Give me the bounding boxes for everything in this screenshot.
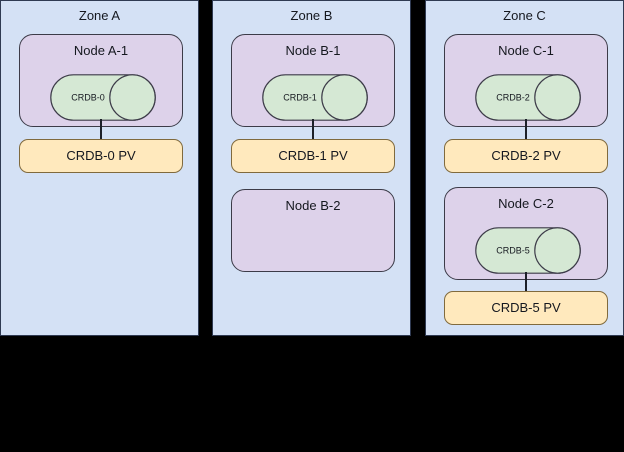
connector-node-b-1-to-pv bbox=[312, 119, 314, 141]
node-a-1-title: Node A-1 bbox=[73, 43, 129, 58]
cylinder-crdb-0: CRDB-0 bbox=[50, 74, 156, 121]
zone-b: Zone B Node B-1 CRDB-1 CRDB-1 PV Node B-… bbox=[212, 0, 411, 336]
cylinder-shape bbox=[50, 74, 156, 121]
zone-a: Zone A Node A-1 CRDB-0 CRDB-0 PV bbox=[0, 0, 199, 336]
connector-node-a-1-to-pv bbox=[100, 119, 102, 141]
cylinder-crdb-2: CRDB-2 bbox=[475, 74, 581, 121]
pv-crdb-0: CRDB-0 PV bbox=[19, 139, 183, 173]
pv-crdb-1: CRDB-1 PV bbox=[231, 139, 395, 173]
node-a-1: Node A-1 CRDB-0 bbox=[19, 34, 183, 127]
node-c-2-title: Node C-2 bbox=[498, 196, 554, 211]
node-b-1-title: Node B-1 bbox=[285, 43, 341, 58]
cylinder-crdb-5: CRDB-5 bbox=[475, 227, 581, 274]
node-c-1-title: Node C-1 bbox=[498, 43, 554, 58]
zone-c: Zone C Node C-1 CRDB-2 CRDB-2 PV Node C-… bbox=[425, 0, 624, 336]
cylinder-shape bbox=[262, 74, 368, 121]
pv-crdb-5-label: CRDB-5 PV bbox=[491, 300, 561, 315]
node-c-1: Node C-1 CRDB-2 bbox=[444, 34, 608, 127]
pv-crdb-0-label: CRDB-0 PV bbox=[66, 148, 136, 163]
node-b-1: Node B-1 CRDB-1 bbox=[231, 34, 395, 127]
pv-crdb-2-label: CRDB-2 PV bbox=[491, 148, 561, 163]
pv-crdb-1-label: CRDB-1 PV bbox=[278, 148, 348, 163]
node-b-2: Node B-2 bbox=[231, 189, 395, 272]
node-b-2-title: Node B-2 bbox=[285, 198, 341, 213]
pv-crdb-5: CRDB-5 PV bbox=[444, 291, 608, 325]
zone-b-title: Zone B bbox=[290, 8, 333, 23]
cylinder-shape bbox=[475, 74, 581, 121]
cylinder-crdb-1: CRDB-1 bbox=[262, 74, 368, 121]
connector-node-c-1-to-pv bbox=[525, 119, 527, 141]
connector-node-c-2-to-pv bbox=[525, 272, 527, 294]
zone-a-title: Zone A bbox=[78, 8, 121, 23]
pv-crdb-2: CRDB-2 PV bbox=[444, 139, 608, 173]
zone-c-title: Zone C bbox=[503, 8, 546, 23]
node-c-2: Node C-2 CRDB-5 bbox=[444, 187, 608, 280]
cylinder-shape bbox=[475, 227, 581, 274]
